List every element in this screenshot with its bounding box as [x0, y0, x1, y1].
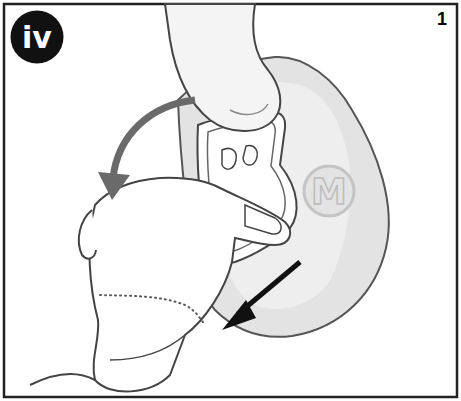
- arrow-head: [222, 300, 256, 330]
- sleeve: [30, 374, 95, 385]
- size-badge: M: [302, 164, 356, 218]
- badge-text: M: [302, 164, 356, 218]
- panel-frame: [4, 4, 457, 397]
- arrow-head: [98, 172, 130, 200]
- thumbnail: [230, 104, 268, 115]
- stitch-dots: [100, 295, 205, 325]
- step-number: 1: [437, 9, 447, 30]
- step-badge: iv: [10, 10, 64, 64]
- badge-text: iv: [10, 10, 64, 64]
- headgear-clip: [245, 205, 281, 234]
- hand-holding-mask: [89, 178, 290, 392]
- nasal-opening: [222, 148, 236, 169]
- cuff-line: [110, 335, 185, 360]
- nasal-opening: [243, 146, 257, 165]
- motion-arrow: [113, 100, 195, 178]
- thumb: [165, 4, 280, 131]
- finger: [79, 210, 96, 259]
